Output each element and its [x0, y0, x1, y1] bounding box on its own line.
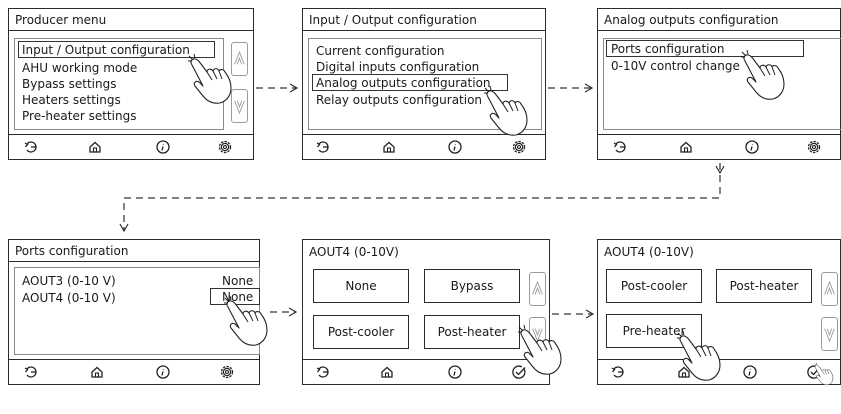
menu-item-io-config[interactable]: Input / Output configuration	[22, 43, 190, 57]
option-post-cooler-button[interactable]: Post-cooler	[606, 269, 702, 303]
option-post-heater-button[interactable]: Post-heater	[424, 315, 520, 349]
settings-icon[interactable]	[511, 139, 527, 155]
scroll-up-button[interactable]	[821, 272, 838, 306]
menu-item-analog-outputs[interactable]: Analog outputs configuration	[316, 76, 491, 90]
home-icon[interactable]	[678, 139, 694, 155]
menu-item-heaters[interactable]: Heaters settings	[22, 93, 121, 107]
menu-item-ports-config[interactable]: Ports configuration	[611, 42, 725, 56]
analog-outputs-screen: Analog outputs configuration Ports confi…	[597, 8, 841, 160]
scroll-up-button[interactable]	[529, 272, 546, 306]
menu-item-ahu-mode[interactable]: AHU working mode	[22, 61, 138, 75]
footer-bar	[598, 134, 840, 159]
info-icon[interactable]	[155, 139, 171, 155]
pointing-hand-icon	[804, 362, 841, 386]
menu-list	[308, 38, 542, 130]
menu-list	[603, 38, 841, 130]
info-icon[interactable]	[447, 139, 463, 155]
footer-bar	[303, 134, 545, 159]
port-label-aout3: AOUT3 (0-10 V)	[22, 274, 116, 288]
menu-item-pre-heater[interactable]: Pre-heater settings	[22, 109, 137, 123]
ports-list	[14, 267, 260, 355]
info-icon[interactable]	[744, 139, 760, 155]
port-value-aout3[interactable]: None	[222, 274, 254, 288]
back-icon[interactable]	[23, 139, 39, 155]
pointing-hand-icon	[676, 330, 724, 382]
pointing-hand-icon	[483, 85, 531, 137]
home-icon[interactable]	[89, 364, 105, 380]
footer-bar	[303, 359, 549, 384]
info-icon[interactable]	[155, 364, 171, 380]
settings-icon[interactable]	[219, 364, 235, 380]
home-icon[interactable]	[87, 139, 103, 155]
info-icon[interactable]	[447, 364, 463, 380]
producer-menu-screen: Producer menu Input / Output configurati…	[8, 8, 254, 160]
screen-title: Ports configuration	[15, 244, 129, 258]
scroll-up-button[interactable]	[231, 42, 248, 76]
aout4-options-screen: AOUT4 (0-10V) None Bypass Post-cooler Po…	[302, 239, 550, 385]
pointing-hand-icon	[223, 295, 271, 347]
screen-title: AOUT4 (0-10V)	[309, 245, 399, 259]
screen-title: Producer menu	[15, 13, 107, 27]
selection-highlight	[312, 74, 508, 91]
option-post-cooler-button[interactable]: Post-cooler	[313, 315, 409, 349]
back-icon[interactable]	[315, 139, 331, 155]
pointing-hand-icon	[740, 49, 788, 101]
menu-item-digital-inputs[interactable]: Digital inputs configuration	[316, 60, 480, 74]
ports-config-screen: Ports configuration AOUT3 (0-10 V) None …	[8, 239, 260, 385]
selection-highlight	[18, 41, 215, 58]
settings-icon[interactable]	[806, 139, 822, 155]
back-icon[interactable]	[23, 364, 39, 380]
home-icon[interactable]	[381, 139, 397, 155]
option-post-heater-button[interactable]: Post-heater	[716, 269, 812, 303]
back-icon[interactable]	[612, 139, 628, 155]
screen-title: AOUT4 (0-10V)	[604, 245, 694, 259]
pointing-hand-icon	[187, 53, 235, 105]
port-label-aout4: AOUT4 (0-10 V)	[22, 291, 116, 305]
settings-icon[interactable]	[217, 139, 233, 155]
back-icon[interactable]	[610, 364, 626, 380]
selection-highlight	[606, 40, 804, 57]
info-icon[interactable]	[742, 364, 758, 380]
footer-bar	[9, 134, 253, 159]
back-icon[interactable]	[315, 364, 331, 380]
option-bypass-button[interactable]: Bypass	[424, 269, 520, 303]
menu-item-relay-outputs[interactable]: Relay outputs configuration	[316, 93, 483, 107]
pointing-hand-icon	[517, 324, 565, 376]
menu-item-current-config[interactable]: Current configuration	[316, 44, 445, 58]
scroll-down-button[interactable]	[231, 89, 248, 123]
menu-item-bypass[interactable]: Bypass settings	[22, 77, 117, 91]
screen-title: Analog outputs configuration	[604, 13, 779, 27]
footer-bar	[9, 359, 259, 384]
aout4-options-scrolled-screen: AOUT4 (0-10V) Post-cooler Post-heater Pr…	[597, 239, 841, 385]
option-none-button[interactable]: None	[313, 269, 409, 303]
screen-title: Input / Output configuration	[309, 13, 477, 27]
home-icon[interactable]	[379, 364, 395, 380]
scroll-down-button[interactable]	[821, 317, 838, 351]
menu-item-control-change[interactable]: 0-10V control change	[611, 59, 740, 73]
option-pre-heater-button[interactable]: Pre-heater	[606, 314, 702, 348]
io-config-screen: Input / Output configuration Current con…	[302, 8, 546, 160]
